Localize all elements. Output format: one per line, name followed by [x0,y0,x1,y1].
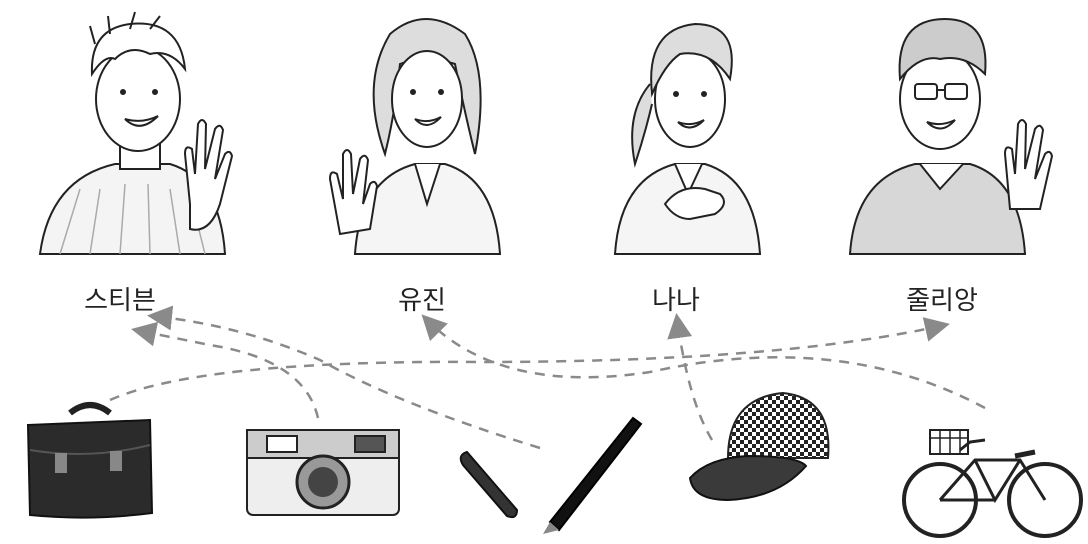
name-steven: 스티븐 [40,280,200,317]
name-julien: 줄리앙 [862,280,1022,317]
camera-icon [245,420,405,520]
name-nana: 나나 [596,280,756,317]
arrow-camera-to-steven [136,330,318,418]
person-steven-illustration [20,4,240,259]
person-yujin-illustration [315,4,535,259]
person-julien-illustration [845,4,1065,259]
person-nana-illustration [580,4,800,259]
cap-icon [688,388,838,508]
bicycle-icon [900,420,1088,542]
briefcase-icon [20,395,160,525]
pen-icon [455,410,645,535]
name-yujin: 유진 [342,280,502,317]
